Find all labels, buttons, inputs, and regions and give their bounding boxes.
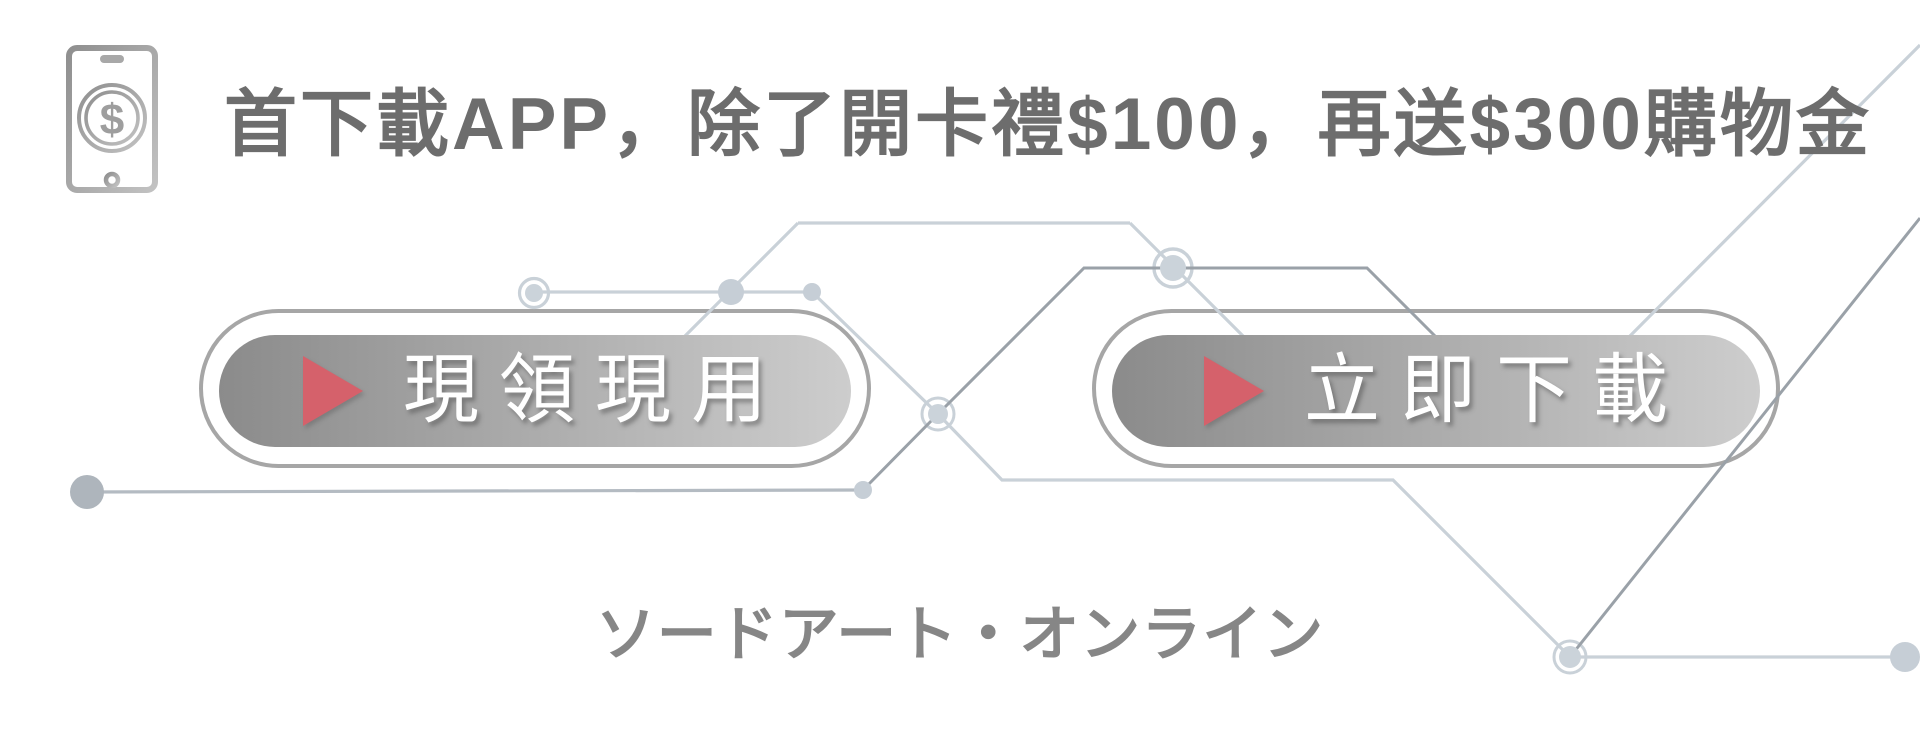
circuit-node-center (1160, 255, 1186, 281)
circuit-node (854, 481, 872, 499)
coin-dollar-sign: $ (100, 96, 124, 145)
claim-inner-pill: 現領現用 (219, 335, 851, 447)
home-button-icon (103, 171, 121, 189)
circuit-node-center (525, 284, 543, 302)
circuit-node-ring (517, 276, 551, 310)
download-inner-pill: 立即下載 (1112, 335, 1760, 447)
circuit-node-center (928, 404, 948, 424)
speaker-slot-icon (100, 55, 124, 63)
phone-dollar-icon: $ (66, 45, 158, 193)
phone-body (66, 45, 158, 193)
circuit-lines-soft (86, 488, 864, 494)
circuit-node (70, 475, 104, 509)
circuit-line (86, 488, 864, 494)
footer-title-japanese: ソードアート・オンライン (595, 601, 1325, 668)
headline: 首下載APP，除了開卡禮$100，再送$300購物金 (224, 84, 1872, 165)
circuit-node-ring (1152, 247, 1194, 289)
coin-inner-circle (84, 90, 140, 146)
download-button-label: 立即下載 (1304, 348, 1688, 433)
download-now-button[interactable]: 立即下載 (1092, 309, 1780, 468)
circuit-node (803, 283, 821, 301)
play-triangle-icon (1204, 356, 1264, 426)
circuit-node (718, 279, 744, 305)
claim-button-label: 現領現用 (403, 348, 787, 433)
play-triangle-icon (303, 356, 363, 426)
coin-outer-circle (77, 83, 147, 153)
circuit-node-ring (920, 396, 956, 432)
claim-now-button[interactable]: 現領現用 (199, 309, 871, 468)
